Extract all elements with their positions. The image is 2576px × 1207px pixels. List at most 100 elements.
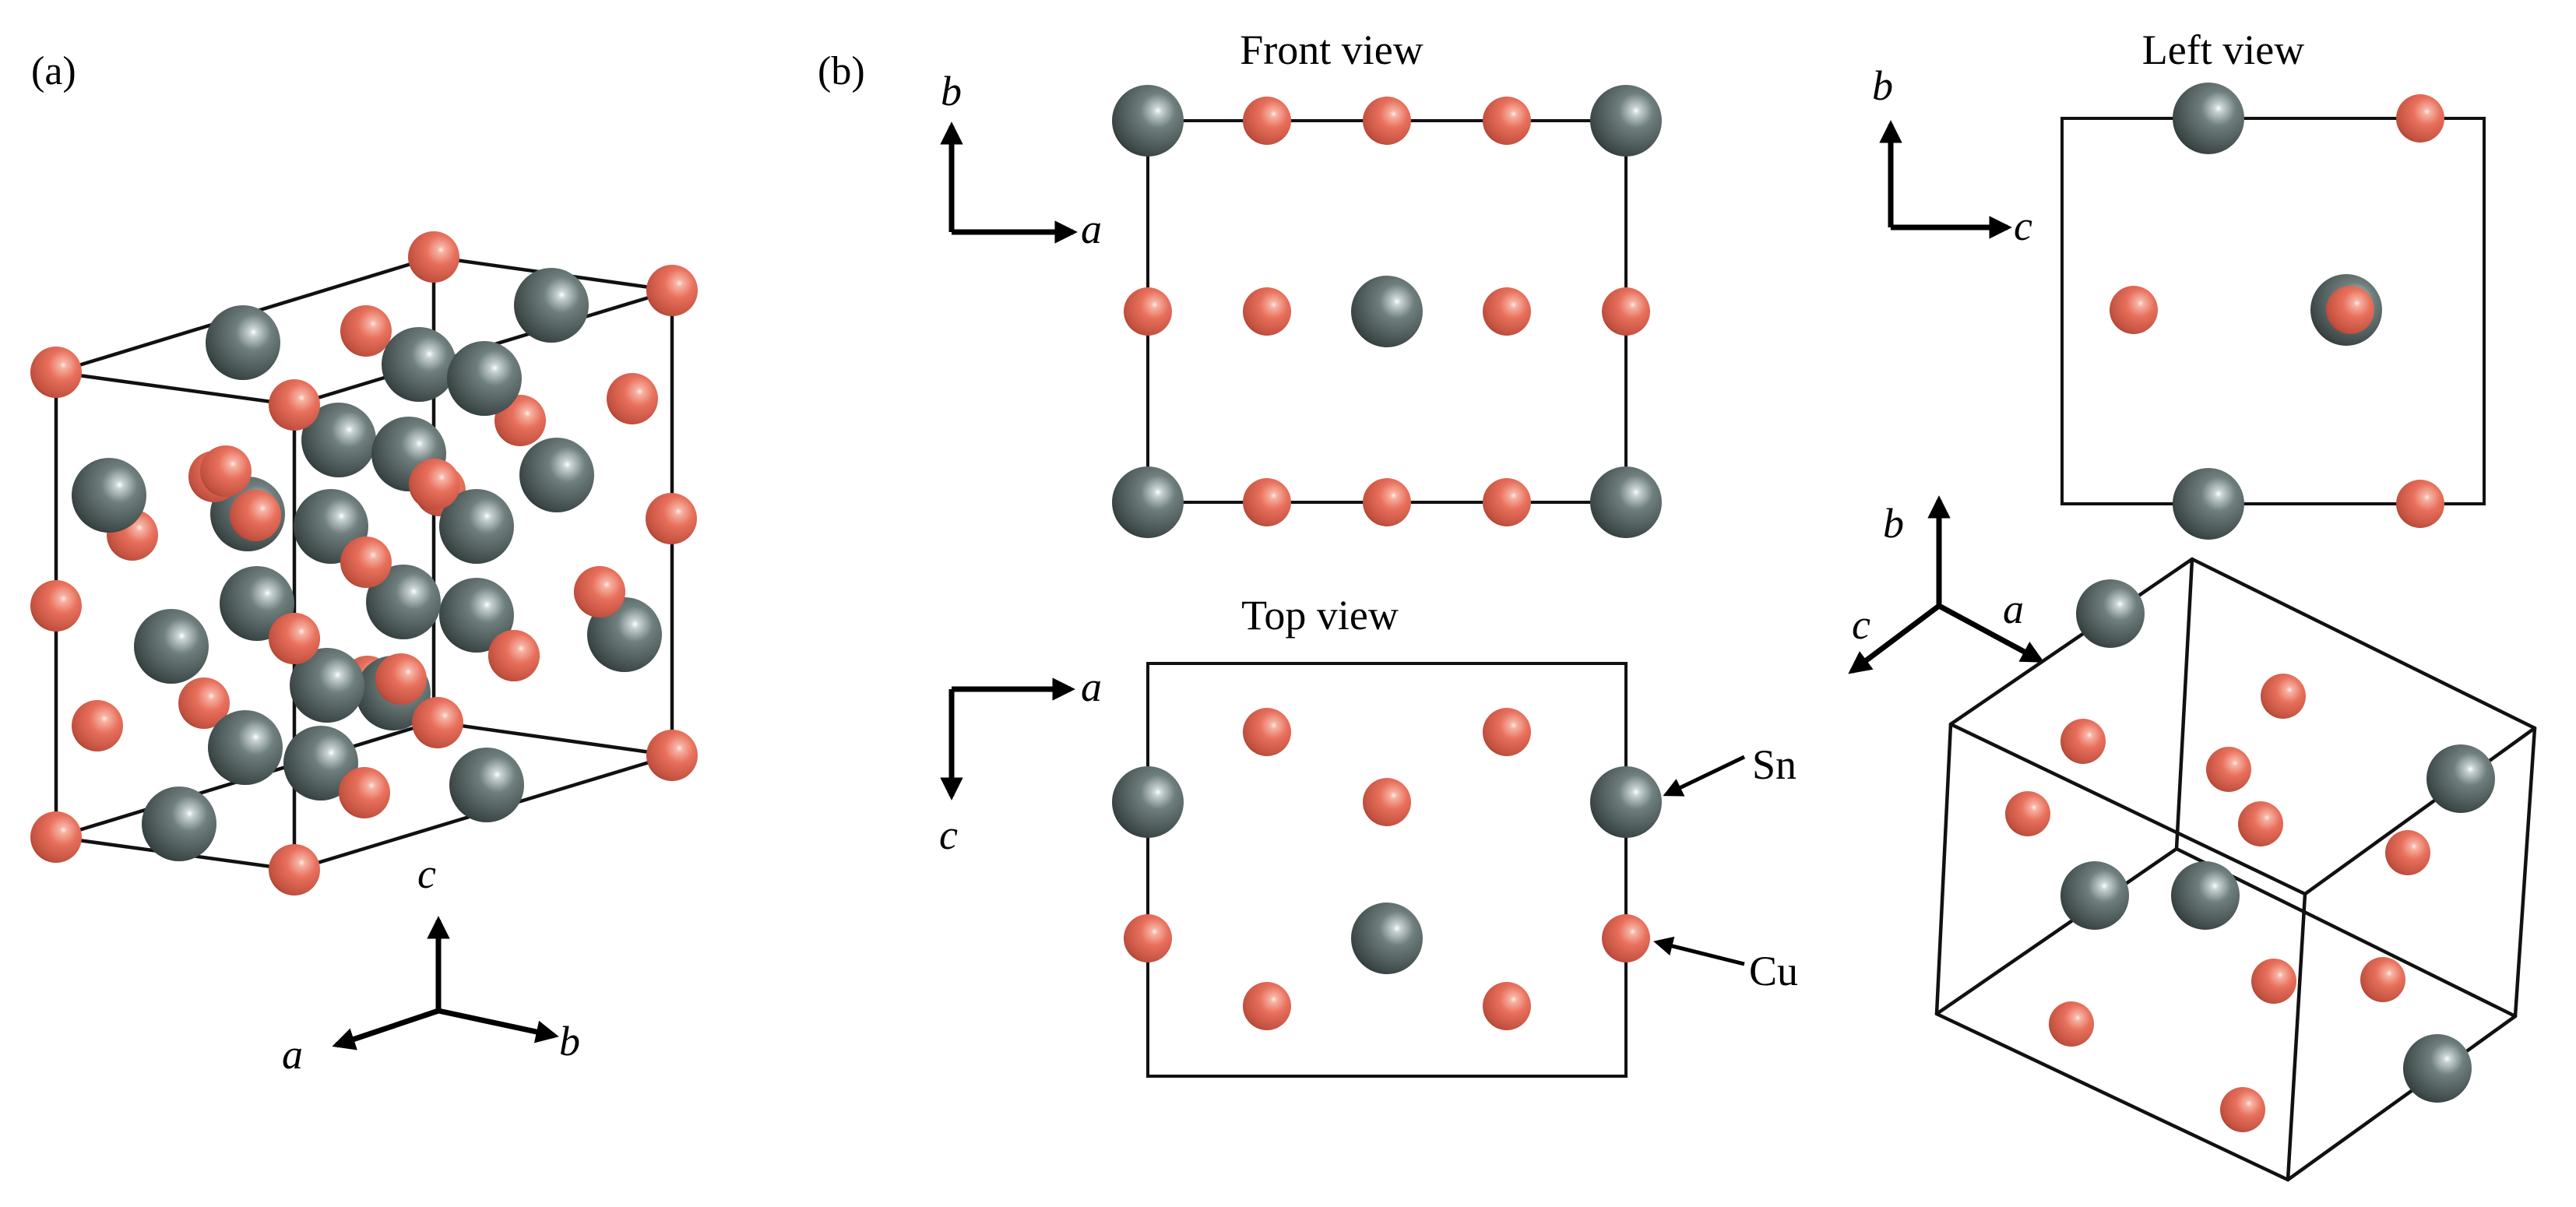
cu-atom	[1124, 287, 1172, 336]
cu-atom	[30, 580, 82, 632]
cu-atom	[269, 844, 320, 896]
axis-label-b: b	[1883, 500, 1904, 547]
sn-atom	[1112, 466, 1184, 538]
cu-atom	[1124, 914, 1172, 962]
sn-atom	[134, 609, 209, 684]
cell-edge	[2513, 726, 2537, 1019]
left-view: Left view b c	[1872, 26, 2486, 540]
sn-atom	[2171, 861, 2240, 930]
panel-a-atoms	[30, 231, 698, 896]
cu-atom	[230, 490, 281, 541]
left-view-axes: b c	[1872, 62, 2032, 249]
front-view: Front view b a	[940, 26, 1662, 538]
axis-b-arrow	[438, 1008, 559, 1043]
sn-atom	[72, 458, 146, 533]
sn-atom	[382, 327, 456, 402]
cu-atom	[72, 700, 123, 751]
cu-atom	[1483, 287, 1531, 336]
cu-atom	[1363, 478, 1411, 526]
cell-edge	[1934, 1012, 2290, 1182]
panel-label-b: (b)	[818, 49, 865, 93]
axis-a-arrow	[332, 1008, 440, 1050]
axis-label-a: a	[1081, 206, 1102, 252]
sn-atom	[1112, 766, 1184, 838]
sn-atom	[1590, 466, 1662, 538]
front-view-title: Front view	[1240, 26, 1423, 73]
cu-atom	[2261, 674, 2306, 719]
cell-edge	[54, 370, 297, 407]
cu-atom	[2385, 830, 2430, 875]
cu-atom	[30, 811, 82, 863]
sn-atom	[514, 268, 589, 343]
cu-atom	[2110, 286, 2158, 334]
top-view-cell-outline	[1146, 662, 1628, 1078]
cu-atom	[2396, 94, 2444, 143]
cu-pointer-arrow	[1653, 936, 1745, 966]
sn-atom	[208, 710, 283, 785]
cell-edge	[2286, 1014, 2518, 1182]
axis-label-c: c	[1852, 601, 1870, 648]
axis-label-a: a	[282, 1031, 303, 1078]
cu-atom	[375, 653, 427, 705]
cu-atom	[339, 767, 390, 818]
cu-atom	[646, 730, 698, 781]
cell-edge	[1948, 722, 2307, 896]
cu-atom	[607, 373, 658, 424]
cu-atom	[1363, 778, 1411, 826]
axis-label-c: c	[417, 850, 436, 897]
axis-a-arrow	[1937, 603, 2045, 663]
sn-atom	[1590, 85, 1662, 157]
cu-atom	[2005, 791, 2050, 836]
cu-atom	[1483, 478, 1531, 526]
cu-atom	[1483, 982, 1531, 1030]
cu-atom	[409, 459, 460, 510]
axis-label-c: c	[939, 811, 958, 858]
sn-atom	[283, 726, 358, 801]
cell-edge	[2303, 726, 2537, 896]
sn-atom	[142, 786, 216, 861]
tilted-3d-cell: b a c	[1848, 495, 2537, 1182]
sn-atom	[439, 578, 514, 653]
cu-label: Cu	[1749, 948, 1798, 994]
cu-atom	[646, 265, 698, 316]
sn-atom	[301, 403, 376, 477]
cu-atom	[1243, 478, 1291, 526]
cell-edge	[2190, 557, 2537, 730]
cu-atom	[1602, 287, 1650, 336]
sn-atom	[206, 305, 280, 380]
panel-a-axes: c b a	[282, 850, 580, 1078]
axis-label-a: a	[2003, 586, 2024, 632]
front-view-axes: b a	[940, 68, 1102, 252]
left-view-title: Left view	[2142, 26, 2304, 73]
cu-atom	[2238, 801, 2283, 846]
sn-atom	[366, 565, 441, 639]
left-view-cell-outline	[2060, 117, 2486, 505]
cu-atom	[574, 566, 625, 618]
cu-atom	[412, 697, 463, 748]
cu-atom	[2206, 747, 2251, 792]
cell-edge	[1934, 722, 1953, 1016]
cu-atom	[1602, 914, 1650, 962]
axis-label-b: b	[1872, 62, 1893, 109]
cu-atom	[2251, 959, 2296, 1004]
cu-atom	[646, 493, 697, 544]
sn-pointer-arrow	[1663, 755, 1746, 797]
sn-atom	[447, 341, 522, 416]
cell-edge	[1934, 846, 2179, 1016]
cu-atom	[1483, 708, 1531, 756]
cu-atom	[488, 630, 540, 681]
sn-atom	[1351, 276, 1423, 347]
species-labels: Sn Cu	[1653, 741, 1798, 994]
cu-atom	[2049, 1001, 2094, 1047]
cell-edge	[2286, 892, 2307, 1182]
cu-atom	[178, 677, 230, 729]
sn-atom	[2173, 468, 2244, 540]
top-view-axes: a c	[939, 663, 1102, 858]
cu-atom	[30, 347, 82, 398]
cu-atom	[2360, 957, 2405, 1002]
sn-atom	[2426, 744, 2495, 813]
sn-atom	[1590, 766, 1662, 838]
cu-atom	[269, 613, 320, 664]
sn-atom	[1351, 903, 1423, 974]
